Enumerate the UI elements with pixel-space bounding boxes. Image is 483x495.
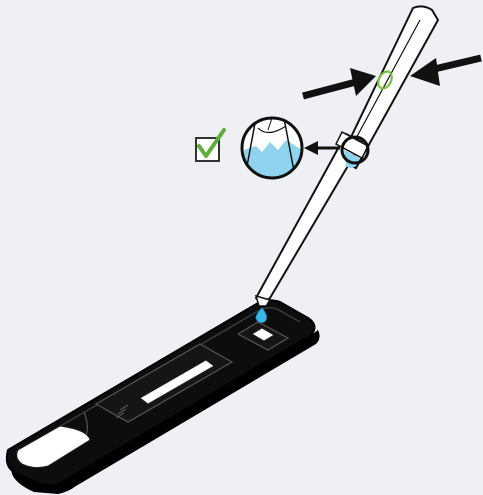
test-cassette — [5, 299, 320, 494]
pipette-inner-line — [353, 19, 421, 143]
sample-well[interactable] — [251, 327, 275, 342]
result-window — [139, 359, 215, 405]
fill-line-ring — [377, 70, 393, 90]
pipette — [254, 5, 440, 307]
liquid-drop — [255, 307, 267, 323]
cassette-marking — [115, 404, 129, 419]
arrow-right-icon — [410, 54, 482, 86]
label-area — [16, 425, 91, 469]
magnifier-callout-icon — [240, 116, 304, 180]
arrow-left-icon — [302, 68, 376, 100]
checkbox-checked-icon — [195, 128, 226, 162]
pipette-tip — [254, 294, 272, 307]
pipette-bulb — [338, 5, 440, 170]
zoom-pointer-arrow — [304, 141, 340, 155]
zoom-source-circle — [340, 135, 370, 165]
result-window-frame — [94, 343, 234, 423]
pipette-collar — [335, 130, 369, 160]
